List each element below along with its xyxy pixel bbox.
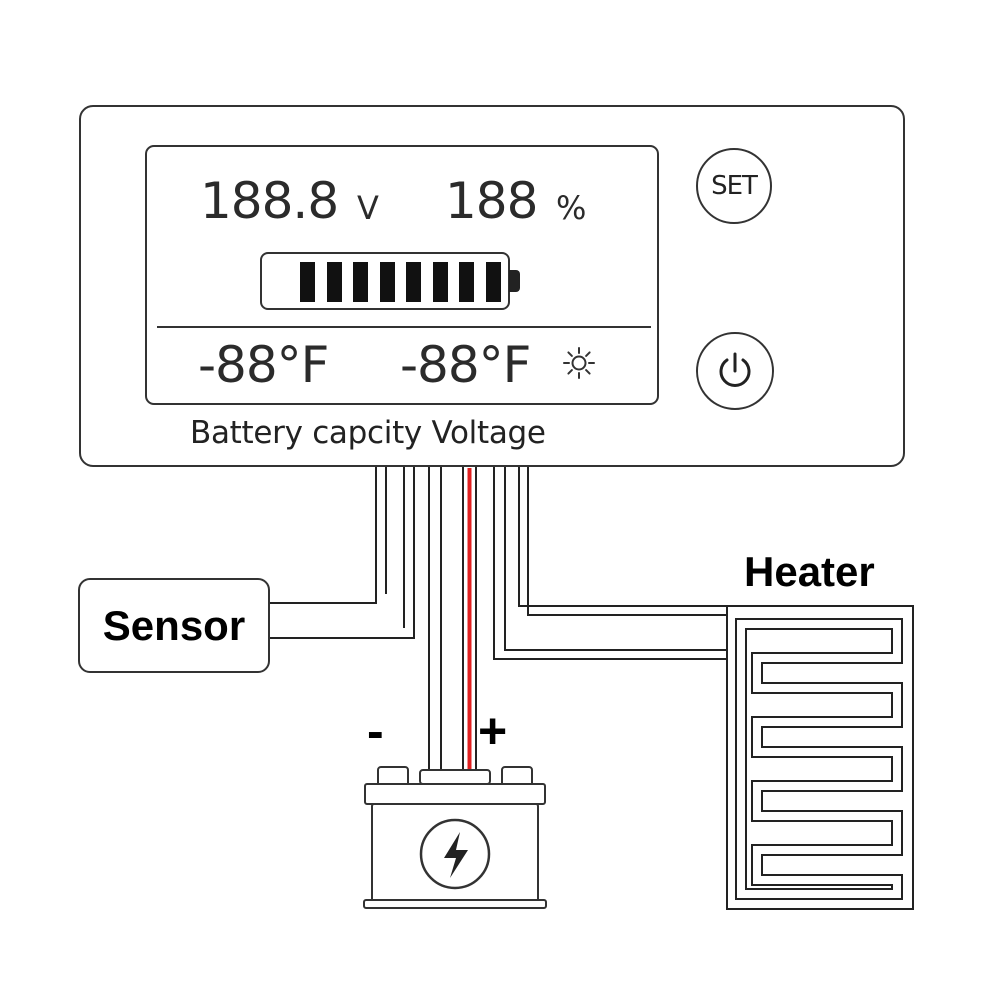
battery-level-segment bbox=[406, 262, 421, 302]
positive-polarity-label: + bbox=[478, 703, 508, 759]
sensor-wire-3 bbox=[270, 467, 415, 639]
set-button[interactable]: SET bbox=[696, 148, 772, 224]
battery-level-segment bbox=[459, 262, 474, 302]
power-icon bbox=[719, 352, 751, 387]
heater-element bbox=[726, 605, 914, 910]
heater-wire-4 bbox=[518, 467, 726, 607]
battery-level-segment bbox=[353, 262, 368, 302]
battery-level-segment bbox=[432, 262, 448, 302]
power-button[interactable] bbox=[696, 332, 774, 410]
temperature-readout-2: -88°F bbox=[400, 336, 531, 394]
sensor-box: Sensor bbox=[78, 578, 270, 673]
capacity-percent-readout: 188 bbox=[445, 172, 538, 230]
sensor-label: Sensor bbox=[102, 601, 246, 649]
screen-divider bbox=[157, 326, 651, 328]
battery-lightning-icon bbox=[363, 766, 547, 909]
sun-icon bbox=[563, 347, 595, 379]
sensor-wire-1 bbox=[270, 467, 377, 604]
heater-wire-3 bbox=[527, 467, 726, 616]
battery-gauge-terminal bbox=[509, 270, 520, 292]
battery-level-segment bbox=[300, 262, 315, 302]
temperature-readout-1: -88°F bbox=[198, 336, 329, 394]
percent-unit: % bbox=[556, 189, 587, 227]
heater-wire-1 bbox=[493, 467, 726, 660]
voltage-readout: 188.8 bbox=[200, 172, 339, 230]
negative-polarity-label: - bbox=[367, 703, 384, 759]
heater-label: Heater bbox=[744, 548, 875, 595]
set-button-label: SET bbox=[711, 171, 758, 201]
battery-level-segment bbox=[379, 262, 395, 302]
voltage-unit: V bbox=[357, 189, 379, 227]
heater-wire-2 bbox=[504, 467, 726, 651]
battery-level-segment bbox=[326, 262, 342, 302]
battery-level-segment bbox=[485, 262, 501, 302]
device-caption: Battery capcity Voltage bbox=[190, 415, 546, 451]
